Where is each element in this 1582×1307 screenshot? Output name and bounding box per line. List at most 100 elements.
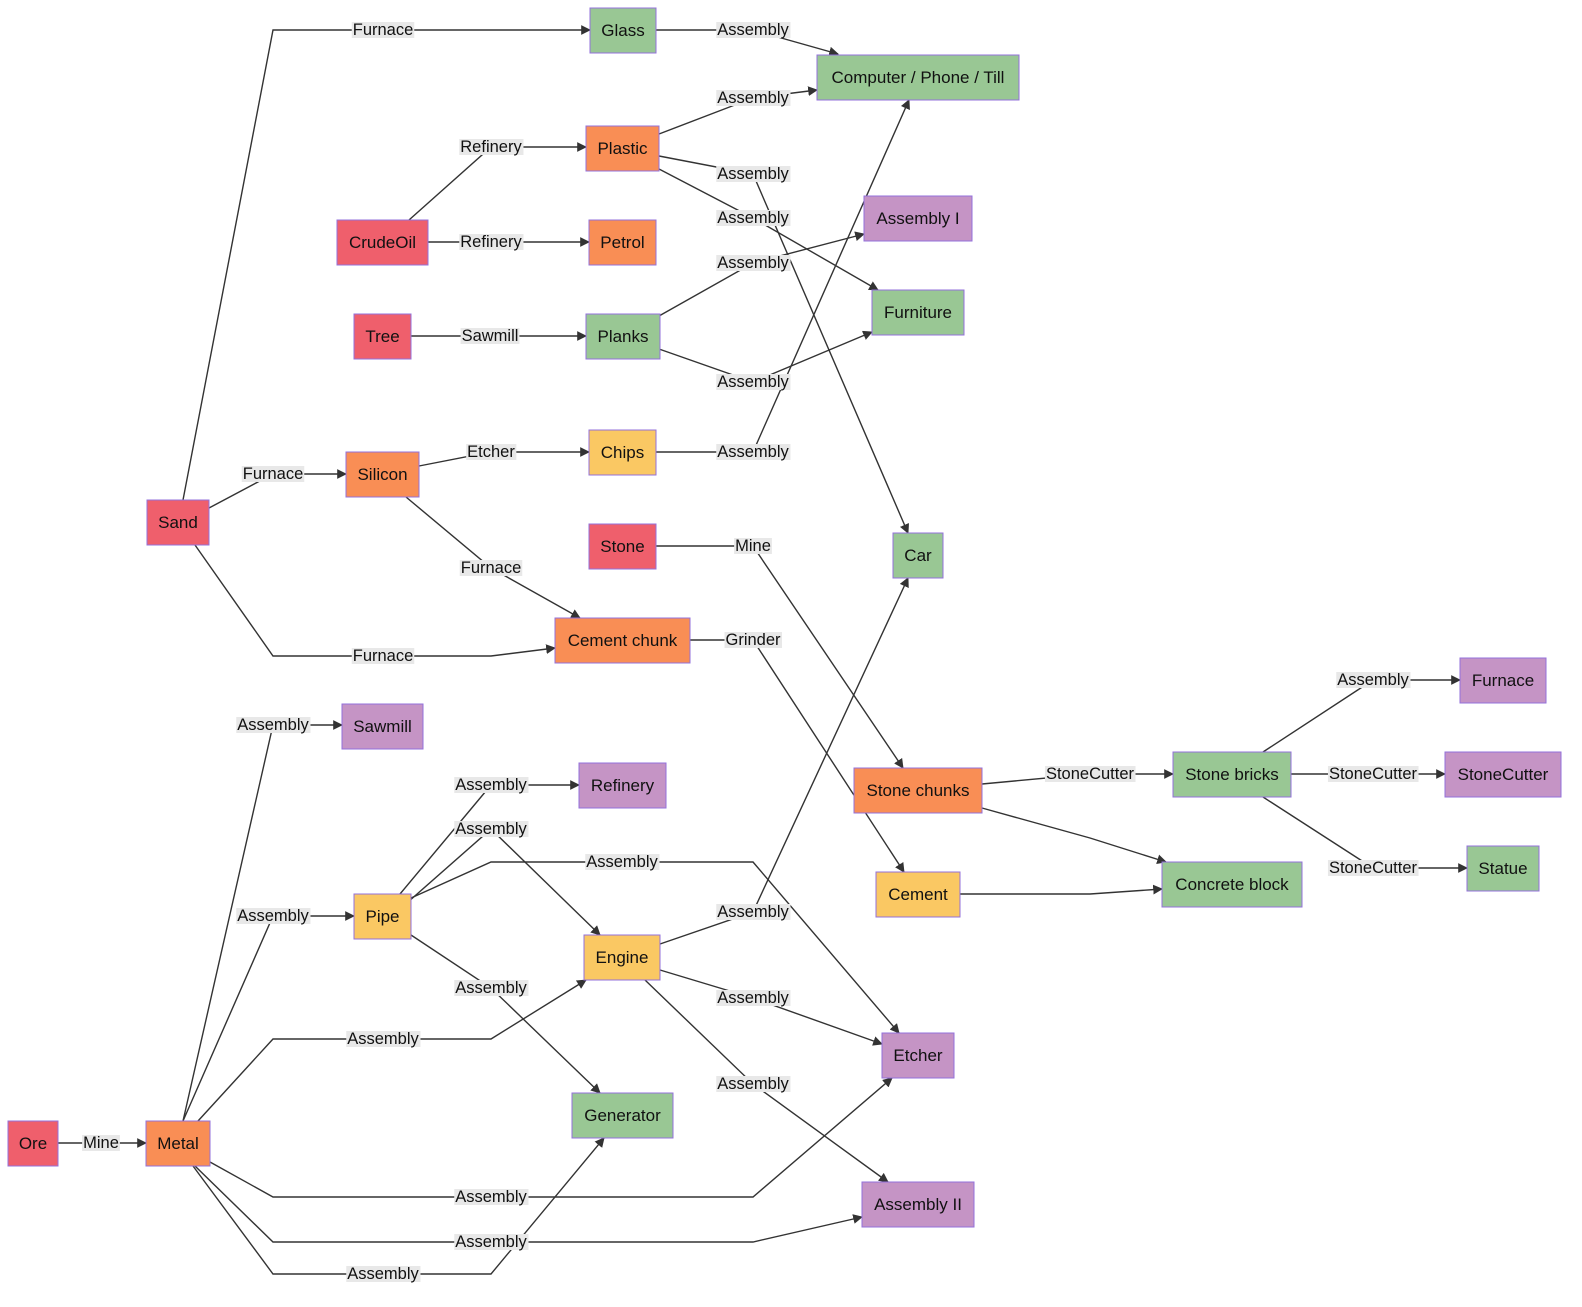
edge-label-sand-to-silicon: Furnace — [241, 465, 305, 483]
svg-text:Assembly: Assembly — [455, 776, 527, 794]
svg-text:Plastic: Plastic — [597, 139, 648, 158]
edge-cementchunk-to-cement — [690, 639, 905, 873]
edge-label-cementchunk-to-cement: Grinder — [724, 631, 783, 649]
svg-text:Tree: Tree — [365, 327, 399, 346]
edge-label-stonebricks-to-stonecutter: StoneCutter — [1327, 765, 1419, 783]
edge-sand-to-glass — [182, 25, 591, 501]
svg-text:Sawmill: Sawmill — [462, 327, 519, 345]
node-plastic: Plastic — [585, 125, 660, 172]
edge-label-metal-to-sawmill: Assembly — [236, 716, 311, 734]
node-glass: Glass — [589, 7, 657, 54]
edge-label-plastic-to-computer: Assembly — [716, 89, 791, 107]
svg-text:Generator: Generator — [584, 1106, 661, 1125]
edge-stonebricks-to-statue — [1262, 796, 1468, 873]
node-crudeoil: CrudeOil — [336, 219, 429, 266]
svg-text:Etcher: Etcher — [467, 443, 515, 461]
svg-text:Furnace: Furnace — [243, 465, 304, 483]
edge-label-stonebricks-to-furnace: Assembly — [1336, 671, 1411, 689]
svg-text:Planks: Planks — [597, 327, 648, 346]
svg-text:Assembly: Assembly — [455, 1233, 527, 1251]
node-chips: Chips — [588, 429, 657, 476]
edge-label-engine-to-car: Assembly — [716, 903, 791, 921]
svg-text:Sawmill: Sawmill — [353, 717, 412, 736]
svg-text:Statue: Statue — [1478, 859, 1527, 878]
svg-text:Furnace: Furnace — [461, 559, 522, 577]
svg-text:StoneCutter: StoneCutter — [1329, 765, 1418, 783]
node-etcher: Etcher — [881, 1032, 955, 1079]
svg-text:StoneCutter: StoneCutter — [1458, 765, 1549, 784]
svg-text:Furnace: Furnace — [1472, 671, 1534, 690]
svg-text:Grinder: Grinder — [725, 631, 781, 649]
svg-text:Cement chunk: Cement chunk — [568, 631, 678, 650]
svg-text:Cement: Cement — [888, 885, 948, 904]
svg-text:Assembly: Assembly — [237, 907, 309, 925]
edge-label-silicon-to-chips: Etcher — [466, 443, 517, 461]
svg-text:Mine: Mine — [83, 1134, 119, 1152]
node-petrol: Petrol — [588, 219, 657, 266]
edge-stone-to-stonechunks — [656, 545, 904, 769]
edge-label-sand-to-cementchunk: Furnace — [351, 647, 415, 665]
svg-text:Concrete block: Concrete block — [1175, 875, 1289, 894]
edge-chips-to-computer — [656, 99, 910, 453]
svg-text:StoneCutter: StoneCutter — [1329, 859, 1418, 877]
svg-text:Refinery: Refinery — [460, 138, 522, 156]
edge-label-tree-to-planks: Sawmill — [460, 327, 520, 345]
svg-text:Stone bricks: Stone bricks — [1185, 765, 1279, 784]
node-engine: Engine — [583, 934, 661, 981]
svg-text:Assembly: Assembly — [455, 979, 527, 997]
svg-text:Assembly: Assembly — [717, 443, 789, 461]
svg-text:Assembly: Assembly — [717, 1075, 789, 1093]
node-stonechunks: Stone chunks — [853, 767, 983, 814]
node-assembly1: Assembly I — [863, 195, 973, 242]
svg-text:Assembly I: Assembly I — [876, 209, 959, 228]
edge-metal-to-engine — [197, 979, 587, 1122]
edge-label-metal-to-etcher: Assembly — [454, 1188, 529, 1206]
edge-label-stonechunks-to-stonebricks: StoneCutter — [1044, 765, 1136, 783]
svg-text:Car: Car — [904, 546, 932, 565]
svg-text:Assembly: Assembly — [455, 1188, 527, 1206]
svg-text:Stone: Stone — [600, 537, 644, 556]
node-metal: Metal — [145, 1120, 211, 1167]
svg-text:Metal: Metal — [157, 1134, 199, 1153]
node-cementchunk: Cement chunk — [554, 617, 691, 664]
svg-text:Refinery: Refinery — [460, 233, 522, 251]
svg-text:Assembly II: Assembly II — [874, 1195, 962, 1214]
svg-text:Assembly: Assembly — [717, 165, 789, 183]
edge-stonebricks-to-furnace — [1262, 675, 1461, 753]
edge-label-crudeoil-to-petrol: Refinery — [459, 233, 524, 251]
edge-label-glass-to-computer: Assembly — [716, 21, 791, 39]
edge-stonechunks-to-concrete — [981, 807, 1167, 865]
svg-text:Furniture: Furniture — [884, 303, 952, 322]
edge-label-sand-to-glass: Furnace — [351, 21, 415, 39]
edge-cement-to-concrete — [960, 884, 1163, 895]
node-stonebricks: Stone bricks — [1172, 751, 1292, 798]
node-refinery: Refinery — [578, 762, 667, 809]
svg-text:Chips: Chips — [601, 443, 644, 462]
node-concrete: Concrete block — [1161, 861, 1303, 908]
svg-text:Assembly: Assembly — [717, 209, 789, 227]
edge-label-pipe-to-generator: Assembly — [454, 979, 529, 997]
edge-label-metal-to-engine: Assembly — [346, 1030, 421, 1048]
edge-engine-to-etcher — [659, 969, 883, 1046]
svg-text:Assembly: Assembly — [237, 716, 309, 734]
svg-text:Assembly: Assembly — [586, 853, 658, 871]
edge-label-silicon-to-cementchunk: Furnace — [459, 559, 523, 577]
edge-metal-to-pipe — [182, 911, 355, 1122]
node-assembly2: Assembly II — [861, 1181, 975, 1228]
svg-text:Furnace: Furnace — [353, 21, 414, 39]
node-cement: Cement — [875, 871, 961, 918]
edge-silicon-to-cementchunk — [405, 496, 581, 619]
svg-text:Assembly: Assembly — [1337, 671, 1409, 689]
node-pipe: Pipe — [353, 893, 412, 940]
edge-label-metal-to-generator: Assembly — [346, 1265, 421, 1283]
edge-label-engine-to-assembly2: Assembly — [716, 1075, 791, 1093]
edge-metal-to-generator — [192, 1137, 605, 1275]
node-sawmill: Sawmill — [341, 703, 424, 750]
edge-label-crudeoil-to-plastic: Refinery — [459, 138, 524, 156]
svg-text:Assembly: Assembly — [717, 903, 789, 921]
svg-text:Computer / Phone / Till: Computer / Phone / Till — [832, 68, 1005, 87]
svg-text:Mine: Mine — [735, 537, 771, 555]
svg-text:Assembly: Assembly — [347, 1030, 419, 1048]
